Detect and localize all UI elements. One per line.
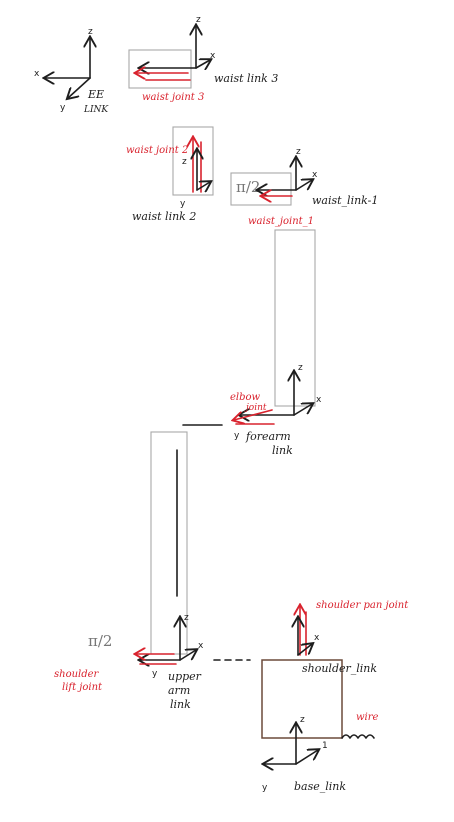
upper-arm-link-frame: π/2 z x y upper arm link shoulder lift j… [54,431,251,711]
wl1-z-label: z [296,147,301,157]
fa-z-label: z [298,363,303,373]
wrist-link-1-angle: π/2 [236,178,260,196]
forearm-link-box [274,229,316,407]
fa-x-axis [293,404,312,416]
ee-y-label: y [60,103,66,113]
elbow-joint-axis [234,409,273,420]
wrist-link-1-frame: π/2 z x waist_link-1 waist_joint_1 [230,147,378,227]
ee-link-frame: z x y EE LINK [34,27,109,115]
fa-x-label: x [316,395,322,405]
wrist-link-3-box [128,49,192,89]
elbow-joint-label-1: elbow [230,392,261,403]
wrist-link-2-frame: z y waist joint 2 waist link 2 [126,126,214,223]
upper-arm-label-1: upper [168,670,202,683]
wrist-link-3-frame: z x waist link 3 waist joint 3 [128,15,278,103]
upper-arm-angle: π/2 [88,632,112,650]
base-y-label: y [262,783,268,793]
wire-label: wire [356,712,379,723]
wl3-x-label: x [210,51,216,61]
upper-arm-label-2: arm [168,684,190,697]
ee-link-label-1: EE [87,88,104,101]
upper-arm-label-3: link [170,698,191,711]
ee-z-label: z [88,27,93,37]
base-joint-index: 1 [322,741,328,751]
wl2-x-axis [196,182,210,190]
upper-arm-link-box [150,431,188,655]
sh-x-axis [297,644,312,656]
elbow-joint-label-2: joint [244,403,267,413]
forearm-link-label-1: forearm [245,430,291,443]
ua-y-label: y [152,669,158,679]
sh-x-label: x [314,633,320,643]
shoulder-lift-joint-label-2: lift joint [62,682,103,693]
wrist-link-1-label: waist_link-1 [312,194,378,207]
base-z-label: z [300,715,305,725]
ua-x-axis [179,650,196,661]
wl3-x-axis [195,60,210,68]
shoulder-link-label: shoulder_link [302,662,377,675]
base-x-axis [295,750,318,765]
fa-y-label: y [234,431,240,441]
ua-x-label: x [198,641,204,651]
wrist-link-1-box [230,172,292,206]
wrist-joint-2-label: waist joint 2 [126,145,188,156]
shoulder-base-frame: x shoulder pan joint shoulder_link z y 1… [262,600,409,793]
shoulder-pan-joint-label: shoulder pan joint [316,600,409,611]
wrist-link-2-label: waist link 2 [132,210,196,223]
ua-z-label: z [184,613,189,623]
ee-link-label-2: LINK [83,105,109,115]
shoulder-lift-joint-label-1: shoulder [54,669,100,680]
wl1-x-label: x [312,170,318,180]
ee-y-axis [68,77,91,98]
wire-coil [341,734,375,739]
ee-x-label: x [34,69,40,79]
forearm-link-label-2: link [272,444,293,457]
wl2-z-label: z [182,157,187,167]
wl3-z-label: z [196,15,201,25]
wrist-joint-1-label: waist_joint_1 [248,216,314,227]
forearm-link-frame: z x y elbow joint forearm link [182,229,322,457]
wl2-y-label: y [180,199,186,209]
base-link-label: base_link [294,780,346,793]
shoulder-link-box [261,659,343,739]
wrist-joint-3-label: waist joint 3 [142,92,204,103]
wrist-link-3-label: waist link 3 [214,72,278,85]
wrist-link-2-box [172,126,214,196]
wl1-x-axis [295,180,312,191]
